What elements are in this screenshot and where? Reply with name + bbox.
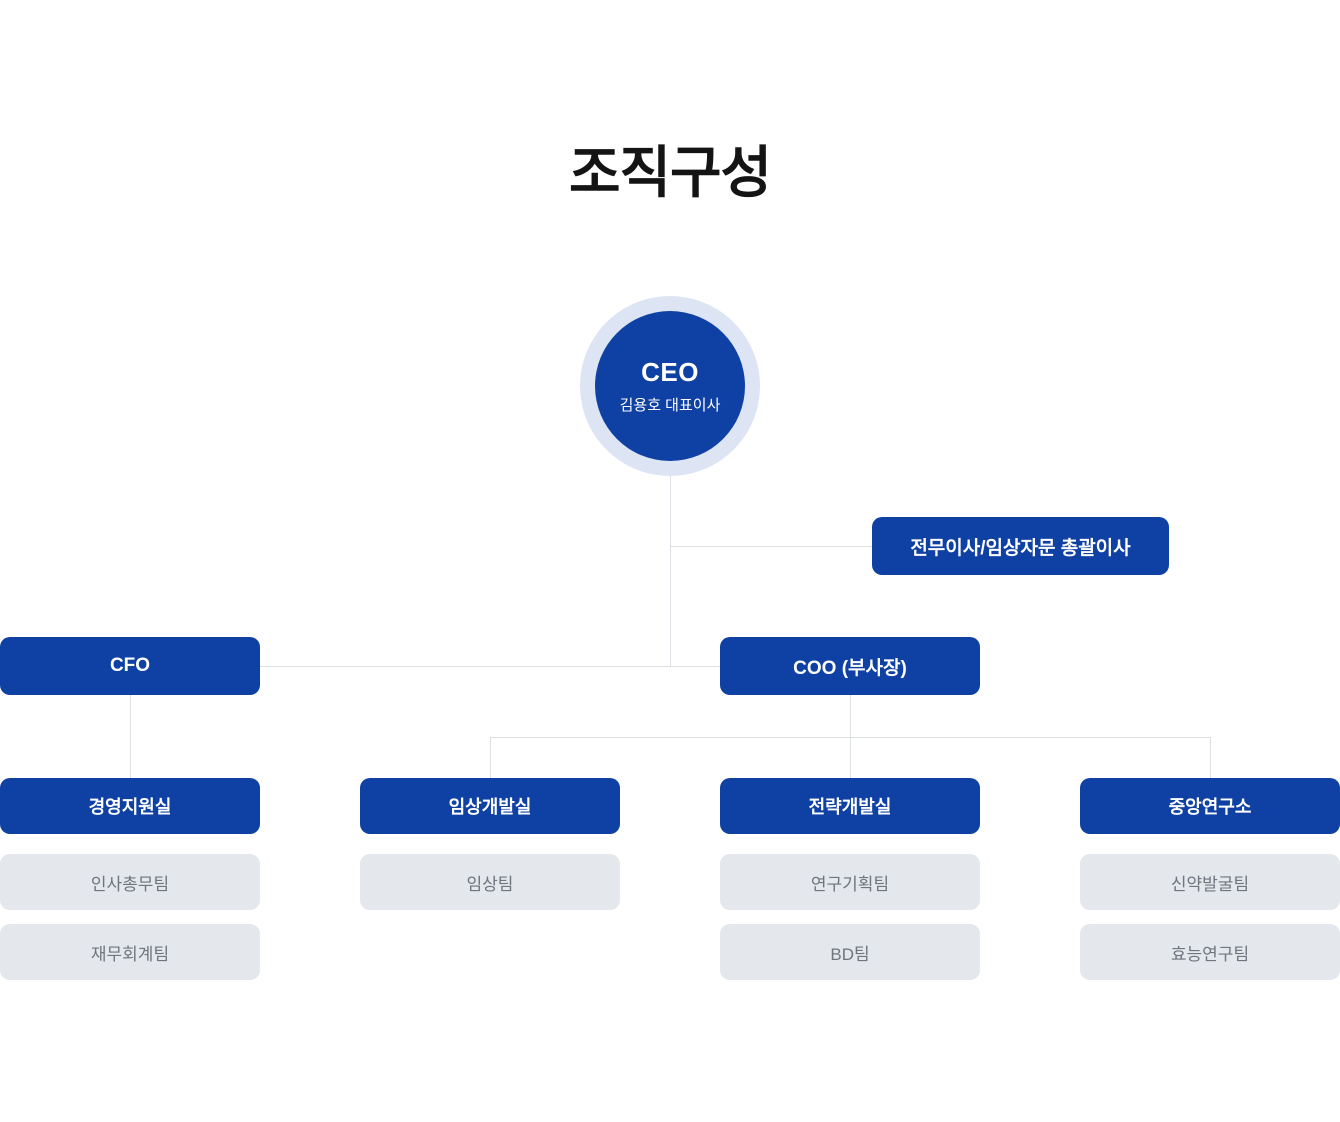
connector-lab-drop bbox=[1210, 737, 1211, 778]
team-box-bd: BD팀 bbox=[720, 924, 980, 980]
ceo-title: CEO bbox=[641, 357, 699, 387]
dept-box-management-support: 경영지원실 bbox=[0, 778, 260, 834]
advisor-box: 전무이사/임상자문 총괄이사 bbox=[872, 517, 1169, 575]
ceo-subtitle: 김용호 대표이사 bbox=[619, 397, 721, 414]
connector-ceo-drop bbox=[670, 476, 671, 666]
connector-clinical-drop bbox=[490, 737, 491, 778]
connector-cfo-coo bbox=[260, 666, 720, 667]
team-box-finance-accounting: 재무회계팀 bbox=[0, 924, 260, 980]
team-box-research-planning: 연구기획팀 bbox=[720, 854, 980, 910]
cfo-box: CFO bbox=[0, 637, 260, 695]
connector-cfo-drop bbox=[130, 695, 131, 778]
dept-box-strategy-development: 전략개발실 bbox=[720, 778, 980, 834]
dept-box-clinical-development: 임상개발실 bbox=[360, 778, 620, 834]
page-title: 조직구성 bbox=[568, 141, 772, 204]
dept-box-central-lab: 중앙연구소 bbox=[1080, 778, 1340, 834]
ceo-node: CEO 김용호 대표이사 bbox=[580, 296, 760, 476]
coo-box: COO (부사장) bbox=[720, 637, 980, 695]
team-box-drug-discovery: 신약발굴팀 bbox=[1080, 854, 1340, 910]
connector-coo-drop bbox=[850, 695, 851, 778]
team-box-clinical: 임상팀 bbox=[360, 854, 620, 910]
ceo-circle: CEO 김용호 대표이사 bbox=[595, 311, 745, 461]
connector-coo-bus bbox=[490, 737, 1210, 738]
team-box-efficacy-research: 효능연구팀 bbox=[1080, 924, 1340, 980]
connector-ceo-advisor bbox=[670, 546, 872, 547]
team-box-hr-general-affairs: 인사총무팀 bbox=[0, 854, 260, 910]
